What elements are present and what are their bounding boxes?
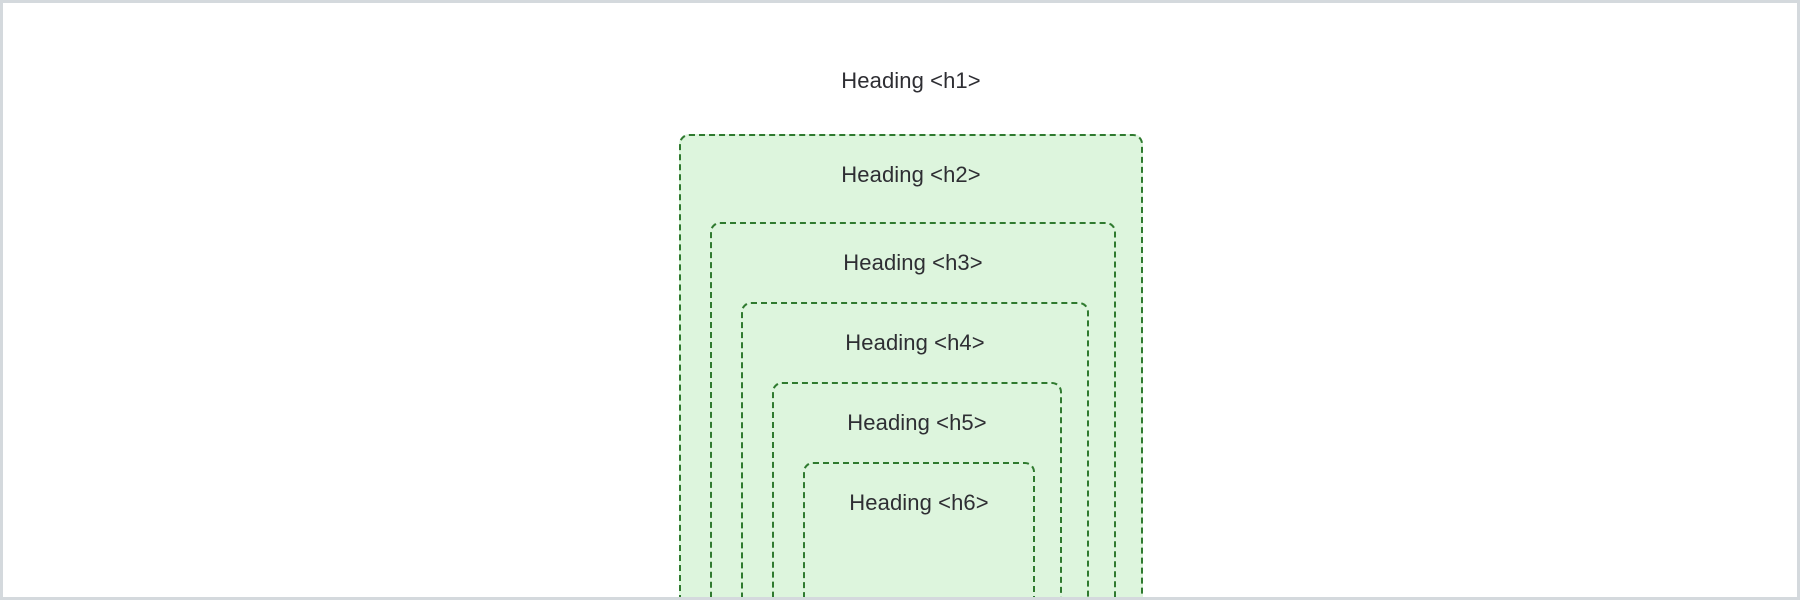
heading-box-h6: Heading <h6> — [803, 462, 1035, 597]
heading-label-h1: Heading <h1> — [841, 68, 981, 93]
heading-nesting-stack: Heading <h1> Heading <h2> Heading <h3> H… — [679, 3, 1143, 597]
heading-label-h4: Heading <h4> — [845, 330, 985, 355]
heading-label-h3: Heading <h3> — [843, 250, 983, 275]
heading-box-h3: Heading <h3> Heading <h4> Heading <h5> H… — [710, 222, 1116, 597]
heading-label-h5: Heading <h5> — [847, 410, 987, 435]
heading-box-h5: Heading <h5> Heading <h6> — [772, 382, 1062, 597]
heading-label-h2: Heading <h2> — [841, 162, 981, 187]
heading-box-h2: Heading <h2> Heading <h3> Heading <h4> H… — [679, 134, 1143, 597]
heading-label-h6: Heading <h6> — [849, 490, 989, 515]
heading-box-h4: Heading <h4> Heading <h5> Heading <h6> — [741, 302, 1089, 597]
